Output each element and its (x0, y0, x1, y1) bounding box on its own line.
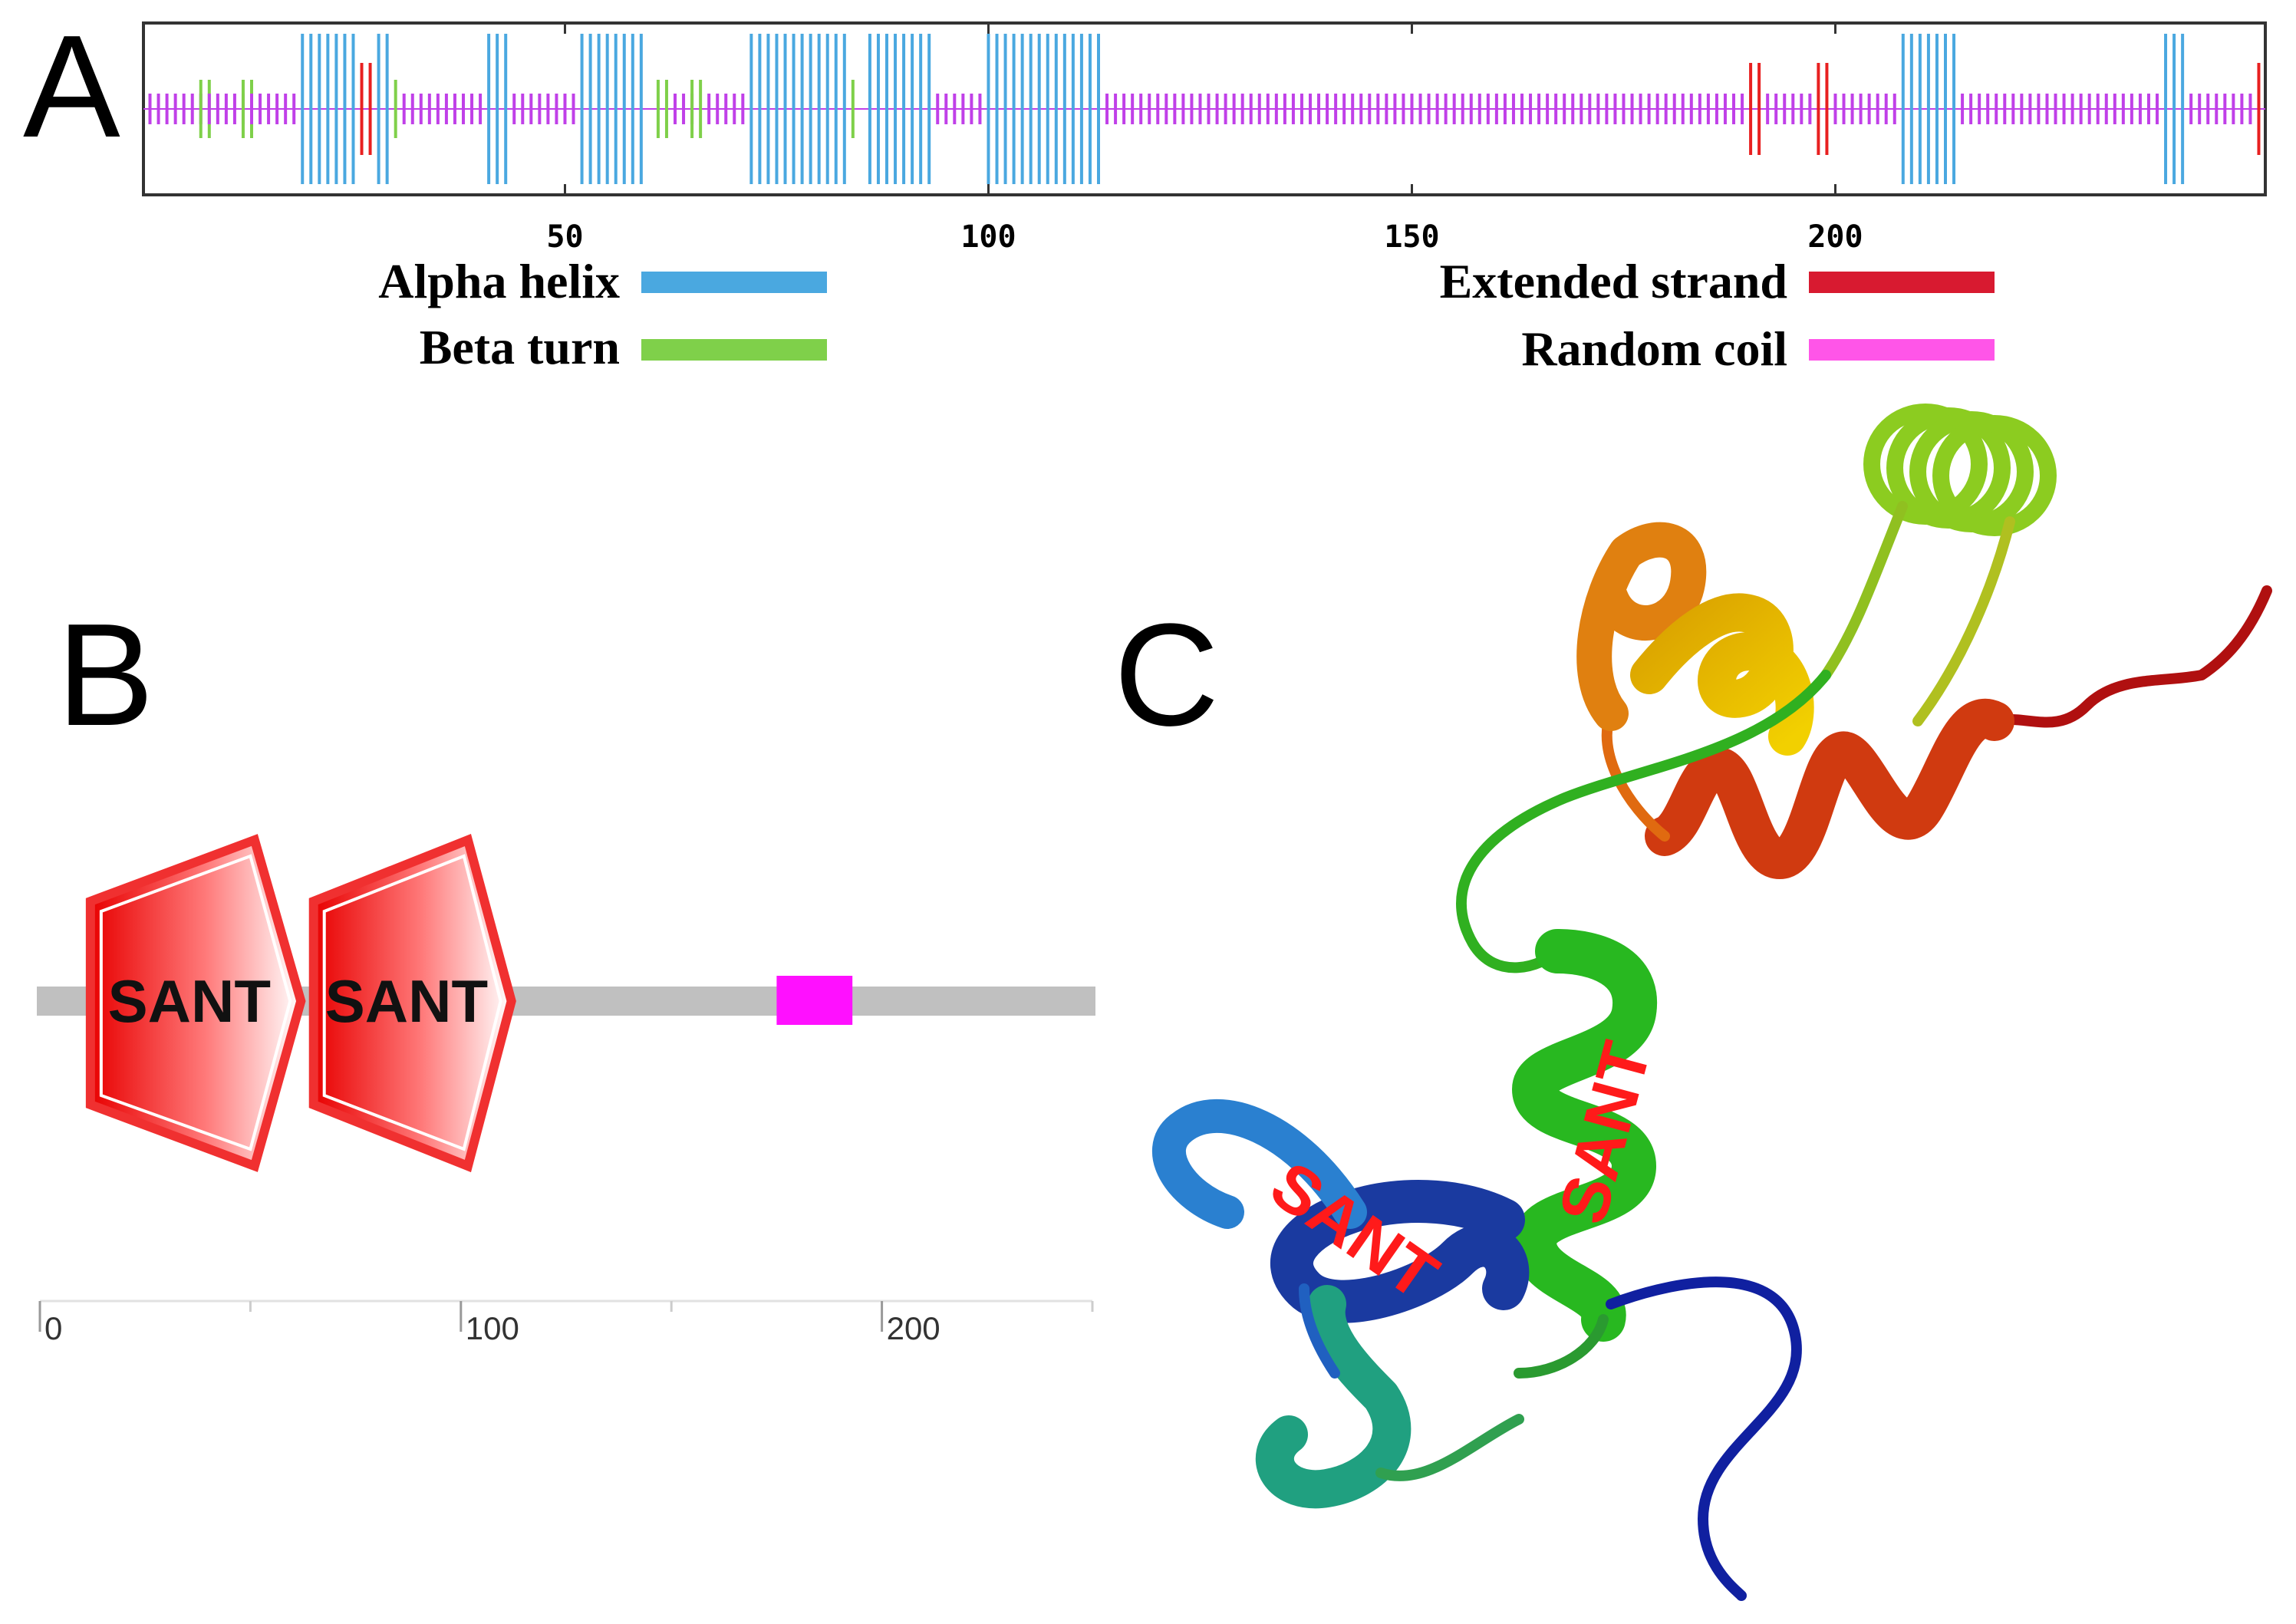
panel-c-letter: C (1114, 594, 1219, 756)
panel-b-tick-label: 0 (44, 1310, 62, 1346)
panel-a-tick-label: 50 (546, 219, 583, 255)
panel-a-tick-label: 200 (1807, 219, 1863, 255)
sant-domain-shape (85, 834, 306, 1172)
sopma-bars (148, 34, 2261, 184)
panel-b-letter: B (57, 594, 154, 756)
panel-a-legend: Alpha helix Beta turn Extended strand Ra… (378, 254, 1995, 376)
legend-swatch-beta-turn (641, 339, 827, 361)
panel-b-tick-label: 100 (466, 1310, 519, 1346)
panel-b-scale: 0 100 200 (38, 1300, 1094, 1346)
legend-swatch-random-coil (1809, 339, 1995, 361)
panel-a-tick-label: 150 (1384, 219, 1439, 255)
panel-a-tick-label: 100 (960, 219, 1016, 255)
legend-label-extended-strand: Extended strand (1440, 254, 1787, 308)
legend-label-alpha-helix: Alpha helix (378, 254, 620, 308)
panel-b-tick-label: 200 (887, 1310, 940, 1346)
sant-domain-shape (308, 833, 516, 1173)
protein-3d-structure (1152, 404, 2272, 1601)
panel-a-letter: A (23, 5, 120, 168)
sant-domain-inner-edge (322, 854, 502, 1151)
sant-domain-label: SANT (325, 967, 488, 1035)
sant-domain-label: SANT (108, 967, 271, 1035)
panel-a-x-axis: 50 100 150 200 (546, 23, 1863, 255)
domain-track: SANT SANT (85, 833, 853, 1173)
legend-label-beta-turn: Beta turn (420, 320, 620, 374)
legend-swatch-extended-strand (1809, 272, 1995, 293)
legend-label-random-coil: Random coil (1521, 321, 1787, 376)
low-complexity-motif (776, 976, 853, 1025)
legend-swatch-alpha-helix (641, 272, 827, 293)
panel-b: B SANT SANT 0 100 200 (37, 594, 1095, 1346)
sant-domain-inner-edge (99, 854, 292, 1151)
panel-a: A 50 100 150 200 Alpha helix Beta turn Exte… (23, 5, 2267, 376)
panel-c: C (1114, 404, 2272, 1601)
